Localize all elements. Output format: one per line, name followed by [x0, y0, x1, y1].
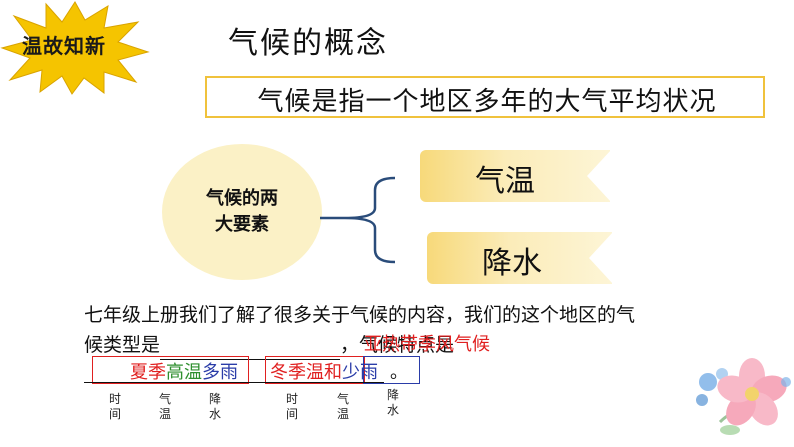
precip-answer-box: [363, 356, 420, 384]
paragraph-line2-prefix: 候类型是: [84, 334, 161, 356]
winter-temp: 温和: [306, 362, 342, 383]
summer-answer: 夏季高温多雨: [130, 358, 238, 384]
paragraph-line1: 七年级上册我们了解了很多关于气候的内容，我们的这个地区的气: [84, 304, 636, 326]
summer-precip: 多雨: [202, 362, 238, 383]
elements-circle: 气候的两 大要素: [162, 144, 322, 280]
elements-label-line2: 大要素: [215, 214, 269, 235]
element-pill-temperature: 气温: [420, 150, 611, 202]
answer-underline: [84, 382, 384, 383]
climate-type-answer: 亚热带季风气候: [364, 334, 490, 355]
final-period: 。: [390, 362, 408, 383]
starburst-badge: [0, 1, 150, 95]
paragraph-line2: 候类型是 ，气候特点是: [84, 330, 644, 360]
curly-brace-icon: [320, 176, 396, 264]
page-title: 气候的概念: [228, 26, 388, 61]
winter-time: 冬季: [270, 362, 306, 383]
badge-label: 温故知新: [22, 34, 106, 58]
summer-answer-box: [92, 356, 249, 384]
elements-label: 气候的两 大要素: [162, 186, 322, 238]
annotation-summer-precip: 降水: [208, 392, 221, 421]
winter-answer-box: [265, 356, 365, 384]
annotation-winter-temp: 气温: [336, 392, 349, 421]
winter-precip: 少雨: [342, 362, 378, 383]
question-paragraph: 七年级上册我们了解了很多关于气候的内容，我们的这个地区的气 候类型是 ，气候特点是: [84, 300, 644, 360]
annotation-winter-precip: 降水: [386, 388, 399, 417]
summer-temp: 高温: [166, 362, 202, 383]
element-temperature-label: 气温: [475, 164, 535, 199]
winter-answer: 冬季温和少雨: [270, 358, 378, 384]
element-precipitation-label: 降水: [482, 246, 542, 281]
climate-type-blank: [160, 339, 341, 360]
annotation-summer-temp: 气温: [158, 392, 171, 421]
annotation-winter-time: 时间: [285, 392, 298, 421]
annotation-summer-time: 时间: [108, 392, 121, 421]
summer-time: 夏季: [130, 362, 166, 383]
elements-label-line1: 气候的两: [206, 188, 278, 209]
paragraph-line2-mid: ，气候特点是: [340, 334, 455, 356]
definition-box: 气候是指一个地区多年的大气平均状况: [205, 76, 765, 118]
element-pill-precipitation: 降水: [427, 232, 613, 284]
flower-decoration-icon: [696, 358, 791, 435]
definition-text: 气候是指一个地区多年的大气平均状况: [257, 87, 717, 117]
